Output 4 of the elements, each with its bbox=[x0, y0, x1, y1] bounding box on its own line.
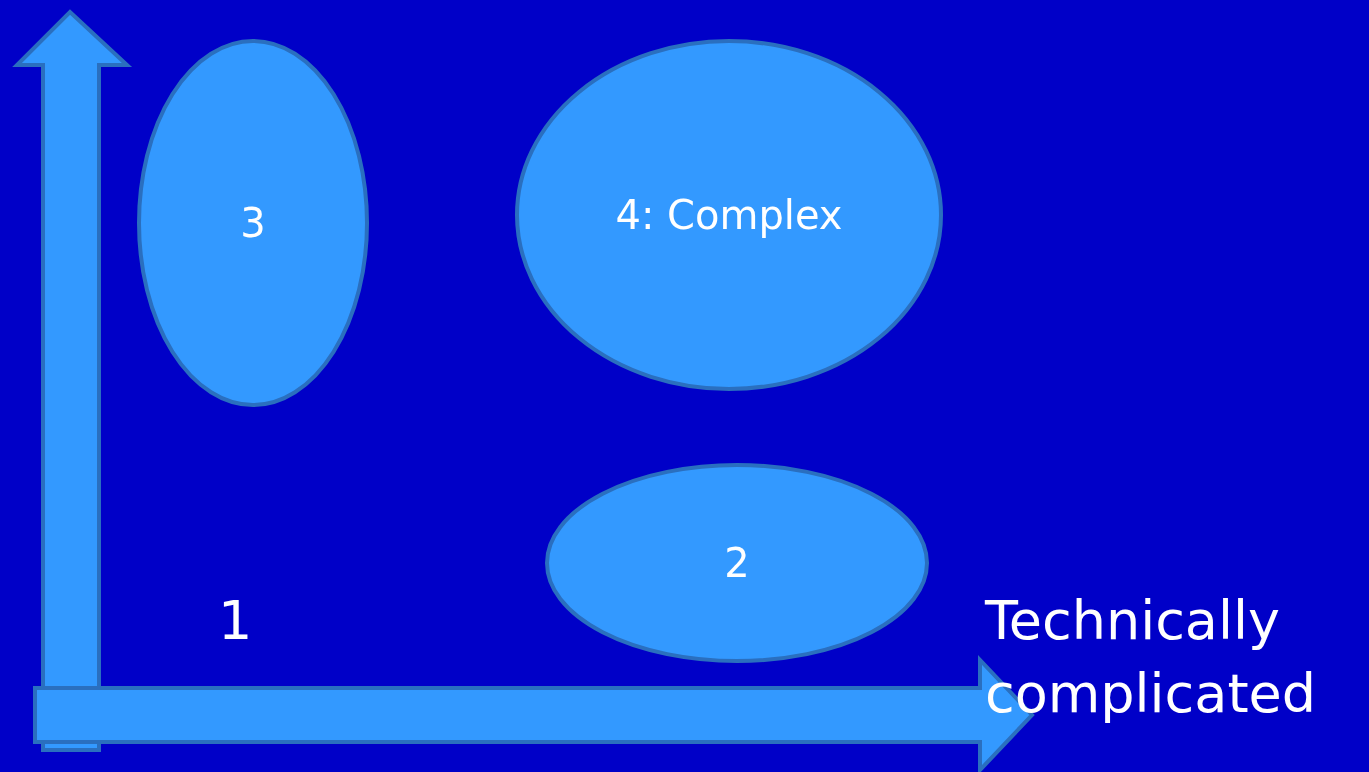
node-label: 4: Complex bbox=[615, 192, 843, 238]
quadrant-number: 1 bbox=[218, 588, 254, 654]
node-label: 3 bbox=[240, 200, 266, 246]
node-label: 2 bbox=[724, 540, 750, 586]
